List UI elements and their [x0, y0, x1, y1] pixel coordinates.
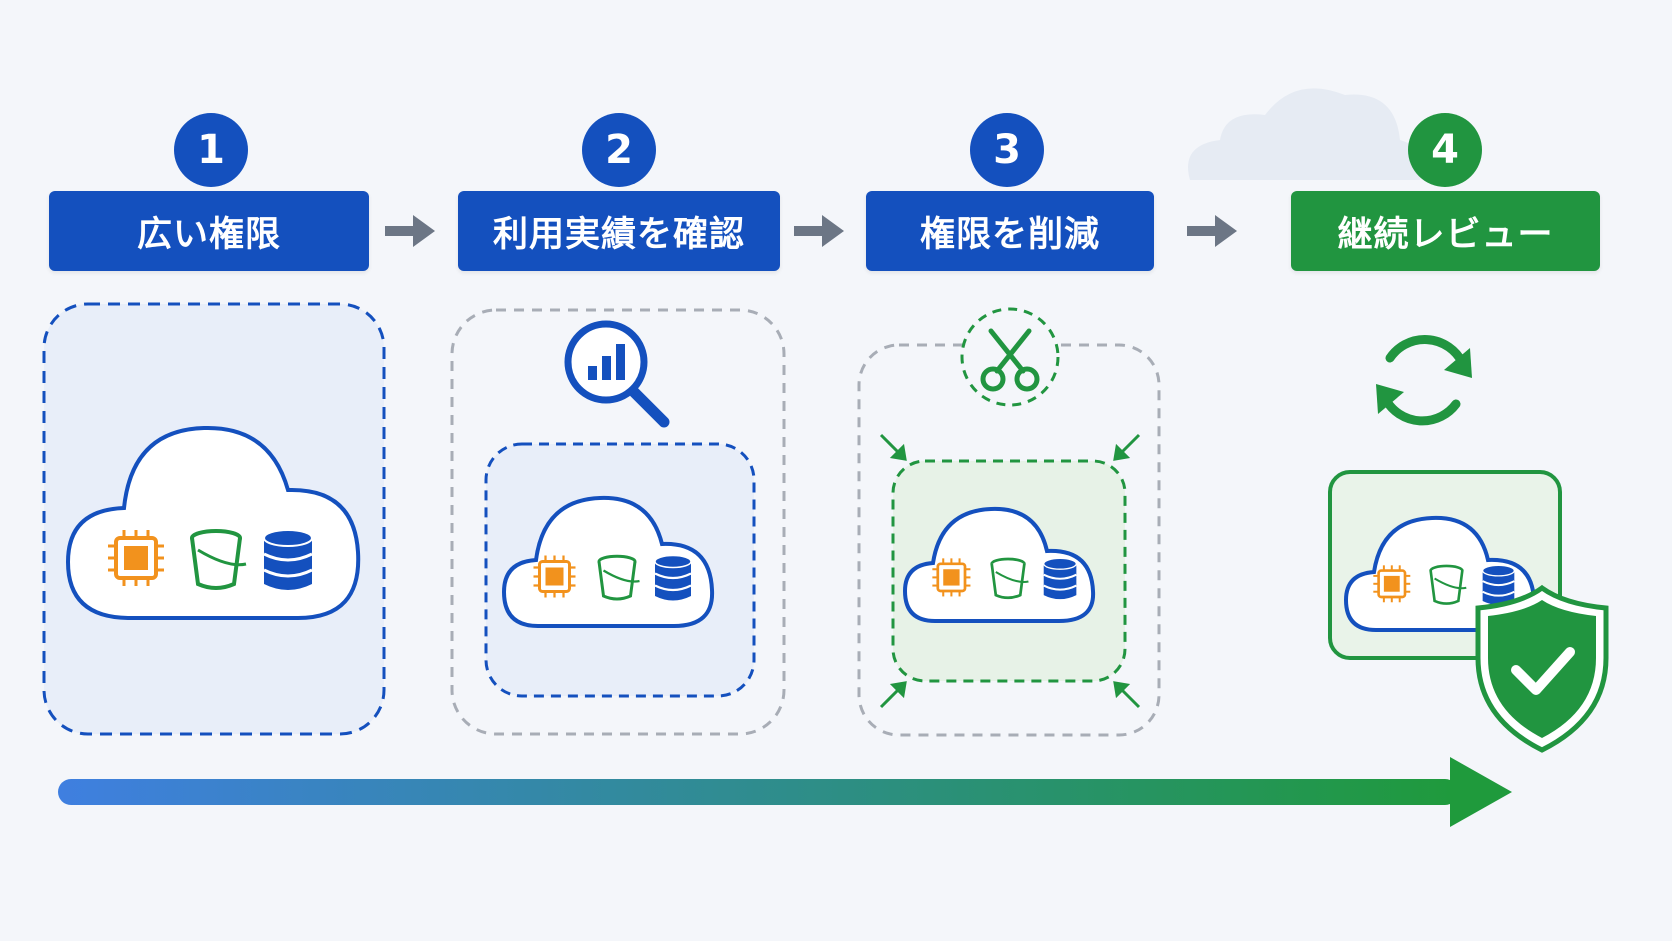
- step-2-label: 利用実績を確認: [458, 191, 780, 271]
- scissors-icon: [980, 328, 1040, 392]
- bucket-icon: [1429, 564, 1467, 605]
- shield-check-icon: [1475, 584, 1609, 753]
- arrow-right-icon: [1187, 215, 1237, 247]
- step-4-label: 継続レビュー: [1291, 191, 1600, 271]
- database-icon: [1043, 557, 1078, 600]
- step-3-label: 権限を削減: [866, 191, 1154, 271]
- cpu-chip-icon: [1373, 565, 1411, 603]
- step-3-number: 3: [970, 113, 1044, 187]
- background-cloud-icon: [1188, 88, 1422, 180]
- timeline-arrow: [58, 757, 1512, 827]
- database-icon: [263, 529, 313, 590]
- step-1-number: 1: [174, 113, 248, 187]
- arrow-right-icon: [794, 215, 844, 247]
- bucket-icon: [190, 529, 247, 590]
- step-2-panel: [450, 308, 786, 736]
- bucket-icon: [990, 557, 1029, 600]
- arrow-right-icon: [385, 215, 435, 247]
- step-1-label: 広い権限: [49, 191, 369, 271]
- shrink-arrows-icon: [879, 433, 1141, 709]
- database-icon: [654, 554, 692, 601]
- magnifier-chart-icon: [564, 320, 670, 428]
- step-4-panel: [1328, 335, 1609, 753]
- step-2-number: 2: [582, 113, 656, 187]
- bucket-icon: [597, 554, 640, 601]
- database-icon: [1481, 564, 1515, 605]
- cpu-chip-icon: [533, 555, 576, 598]
- cpu-chip-icon: [932, 558, 971, 597]
- step-1-panel: [42, 302, 386, 736]
- step-3-panel: [857, 307, 1161, 737]
- step-4-number: 4: [1408, 113, 1482, 187]
- refresh-icon: [1376, 335, 1472, 426]
- cpu-chip-icon: [108, 530, 164, 586]
